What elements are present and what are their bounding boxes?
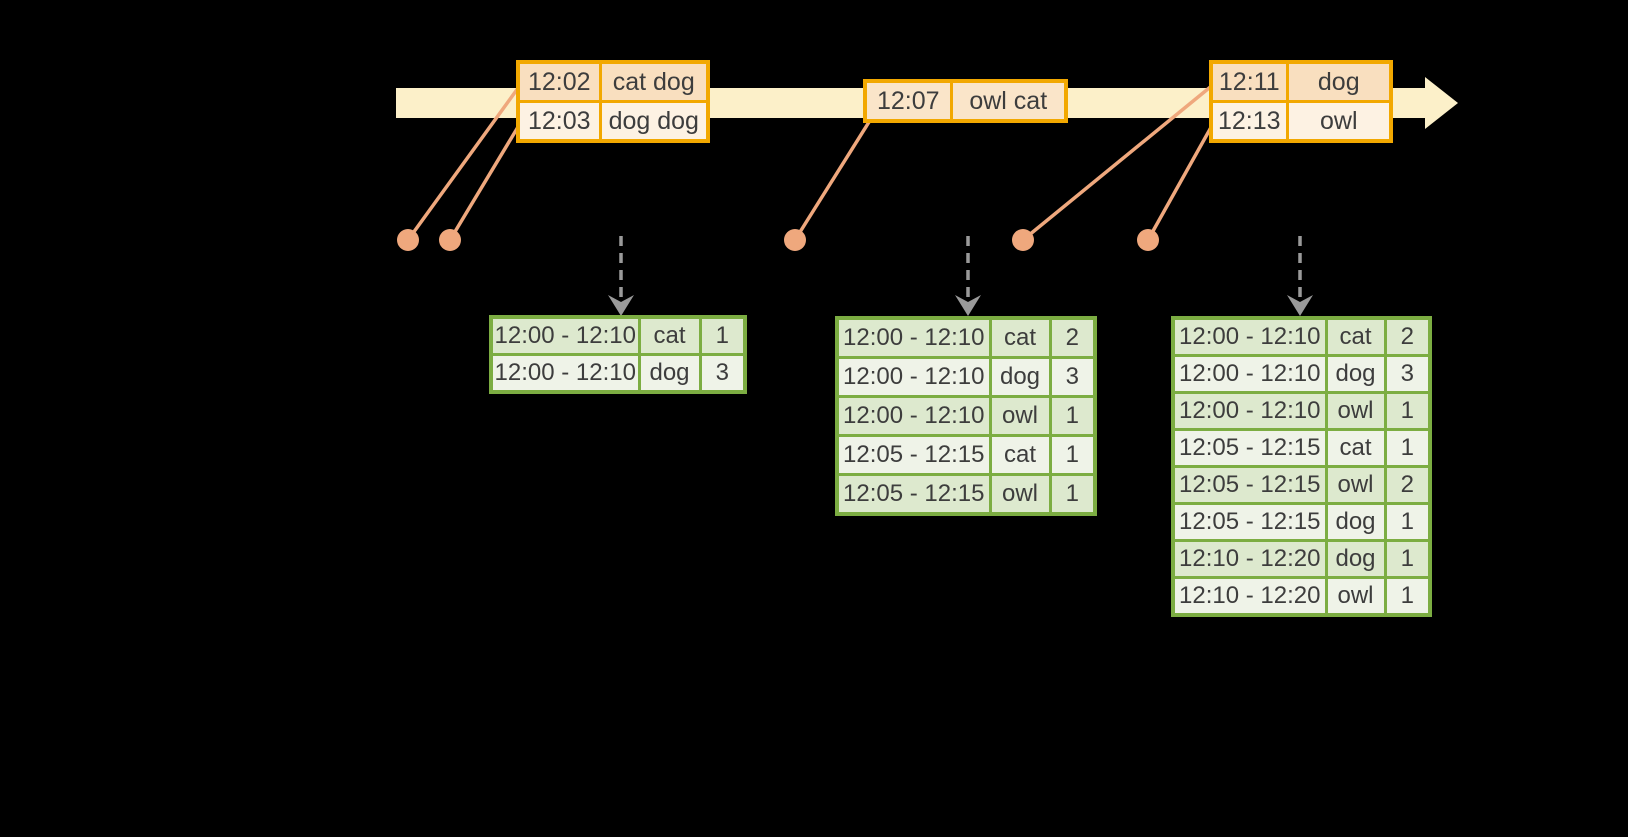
result-row: 12:00 - 12:10 dog 3 [489,353,747,394]
count-cell: 2 [1048,316,1097,359]
connector-line-1203 [448,121,523,241]
result-row: 12:05 - 12:15 dog 1 [1171,502,1432,542]
count-cell: 1 [1048,395,1097,437]
word-cell: owl [1324,391,1387,431]
word-cell: cat [637,315,702,356]
count-cell: 3 [1383,354,1432,394]
result-row: 12:00 - 12:10 dog 3 [835,356,1097,398]
event-time: 12:11 [1209,60,1289,103]
event-table-2: 12:07 owl cat [863,79,1068,123]
event-dot-1 [397,229,419,251]
trigger-arrow-3 [1287,236,1313,316]
event-words: dog dog [598,100,710,143]
result-table-3: 12:00 - 12:10 cat 2 12:00 - 12:10 dog 3 … [1171,316,1432,617]
result-row: 12:00 - 12:10 owl 1 [1171,391,1432,431]
timeline-arrowhead-icon [1425,77,1458,129]
event-dot-5 [1137,229,1159,251]
event-words: owl [1285,100,1393,143]
window-cell: 12:00 - 12:10 [835,316,992,359]
result-row: 12:05 - 12:15 owl 1 [835,473,1097,516]
window-cell: 12:05 - 12:15 [1171,502,1328,542]
count-cell: 1 [1048,434,1097,476]
event-row: 12:11 dog [1209,60,1393,103]
word-cell: dog [1324,502,1387,542]
connector-line-1207 [793,121,871,241]
word-cell: dog [988,356,1052,398]
count-cell: 1 [1383,539,1432,579]
word-cell: owl [1324,576,1387,617]
count-cell: 2 [1383,465,1432,505]
connector-line-1202 [406,82,523,242]
window-cell: 12:00 - 12:10 [1171,354,1328,394]
event-table-3: 12:11 dog 12:13 owl [1209,60,1393,143]
window-cell: 12:05 - 12:15 [1171,465,1328,505]
word-cell: dog [1324,354,1387,394]
count-cell: 1 [1383,502,1432,542]
event-time: 12:03 [516,100,602,143]
result-row: 12:10 - 12:20 owl 1 [1171,576,1432,617]
connector-line-1213 [1146,121,1216,241]
word-cell: dog [637,353,702,394]
count-cell: 1 [1383,391,1432,431]
window-cell: 12:00 - 12:10 [489,315,641,356]
trigger-arrow-2 [955,236,981,316]
result-table-1: 12:00 - 12:10 cat 1 12:00 - 12:10 dog 3 [489,315,747,394]
event-dot-2 [439,229,461,251]
event-words: owl cat [949,79,1068,123]
event-time: 12:02 [516,60,602,103]
event-row: 12:03 dog dog [516,100,710,143]
event-words: dog [1285,60,1393,103]
result-row: 12:05 - 12:15 cat 1 [1171,428,1432,468]
event-row: 12:13 owl [1209,100,1393,143]
count-cell: 1 [1048,473,1097,516]
event-table-1: 12:02 cat dog 12:03 dog dog [516,60,710,143]
event-row: 12:07 owl cat [863,79,1068,123]
word-cell: cat [988,316,1052,359]
word-cell: owl [1324,465,1387,505]
word-cell: cat [1324,316,1387,357]
event-row: 12:02 cat dog [516,60,710,103]
result-table-2: 12:00 - 12:10 cat 2 12:00 - 12:10 dog 3 … [835,316,1097,516]
event-time: 12:13 [1209,100,1289,143]
window-cell: 12:10 - 12:20 [1171,576,1328,617]
result-row: 12:00 - 12:10 cat 2 [1171,316,1432,357]
event-time: 12:07 [863,79,953,123]
word-cell: dog [1324,539,1387,579]
event-dot-4 [1012,229,1034,251]
word-cell: owl [988,473,1052,516]
window-cell: 12:00 - 12:10 [489,353,641,394]
word-cell: cat [1324,428,1387,468]
result-row: 12:00 - 12:10 cat 1 [489,315,747,356]
window-cell: 12:00 - 12:10 [835,356,992,398]
connector-line-1211 [1021,82,1216,242]
count-cell: 2 [1383,316,1432,357]
word-cell: cat [988,434,1052,476]
count-cell: 1 [1383,428,1432,468]
arrow-down-icon [1287,295,1313,316]
count-cell: 3 [698,353,747,394]
arrow-down-icon [955,295,981,316]
trigger-arrow-1 [608,236,634,316]
result-row: 12:00 - 12:10 owl 1 [835,395,1097,437]
arrow-down-icon [608,295,634,316]
window-cell: 12:10 - 12:20 [1171,539,1328,579]
count-cell: 3 [1048,356,1097,398]
window-cell: 12:00 - 12:10 [1171,316,1328,357]
event-dot-3 [784,229,806,251]
window-cell: 12:05 - 12:15 [835,473,992,516]
result-row: 12:05 - 12:15 cat 1 [835,434,1097,476]
result-row: 12:00 - 12:10 dog 3 [1171,354,1432,394]
count-cell: 1 [698,315,747,356]
window-cell: 12:05 - 12:15 [1171,428,1328,468]
event-words: cat dog [598,60,710,103]
result-row: 12:05 - 12:15 owl 2 [1171,465,1432,505]
result-row: 12:00 - 12:10 cat 2 [835,316,1097,359]
result-row: 12:10 - 12:20 dog 1 [1171,539,1432,579]
window-cell: 12:00 - 12:10 [1171,391,1328,431]
word-cell: owl [988,395,1052,437]
count-cell: 1 [1383,576,1432,617]
window-cell: 12:05 - 12:15 [835,434,992,476]
window-cell: 12:00 - 12:10 [835,395,992,437]
